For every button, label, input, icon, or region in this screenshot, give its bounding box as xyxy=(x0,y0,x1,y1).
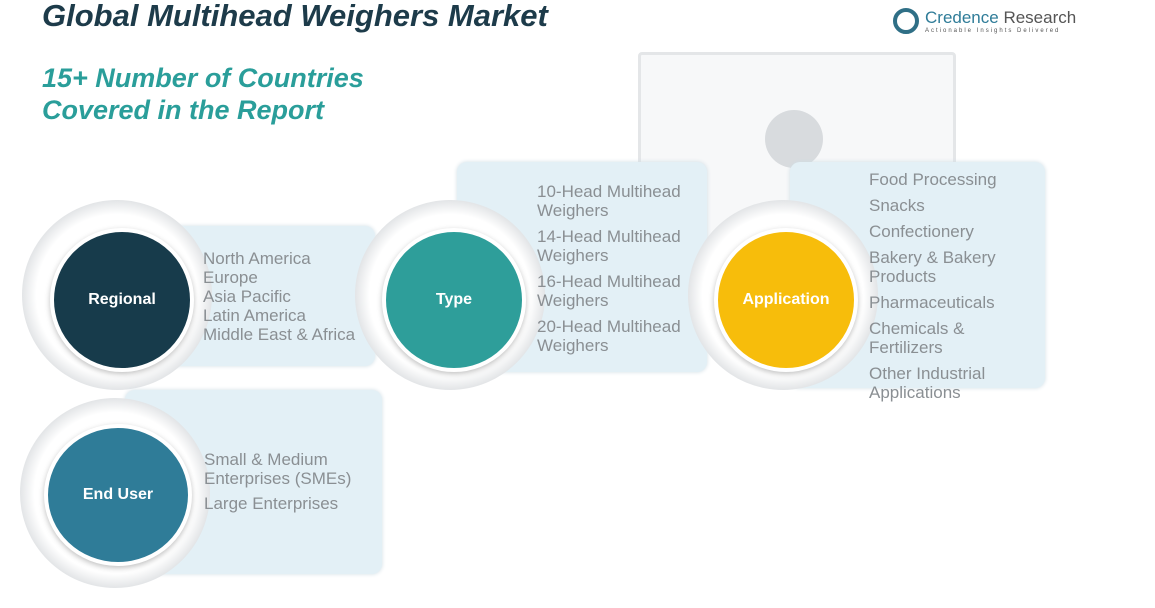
application-list: Food Processing Snacks Confectionery Bak… xyxy=(869,170,1041,402)
list-item: Food Processing xyxy=(869,170,997,189)
list-item: Pharmaceuticals xyxy=(869,293,995,312)
list-item: Chemicals & Fertilizers xyxy=(869,319,965,357)
list-item: Other Industrial Applications xyxy=(869,364,986,402)
list-item: Confectionery xyxy=(869,222,974,241)
logo-tagline: Actionable Insights Delivered xyxy=(925,28,1061,34)
page-title: Global Multihead Weighers Market xyxy=(42,0,548,33)
logo-icon xyxy=(893,8,919,34)
list-item: Large Enterprises xyxy=(204,494,339,513)
list-item: North America xyxy=(203,249,311,268)
regional-list: North America Europe Asia Pacific Latin … xyxy=(203,249,355,344)
type-list: 10-Head Multihead Weighers 14-Head Multi… xyxy=(537,182,702,355)
list-item: Bakery & Bakery Products xyxy=(869,248,996,286)
subtitle-line: 15+ Number of Countries xyxy=(42,63,364,93)
logo-name: Research xyxy=(1003,8,1077,27)
list-item: Latin America xyxy=(203,306,306,325)
credence-logo: Credence Research Actionable Insights De… xyxy=(893,8,1076,34)
logo-name: Credence xyxy=(925,8,999,27)
list-item: Small & Medium Enterprises (SMEs) xyxy=(204,450,352,488)
regional-label: Regional xyxy=(88,291,156,308)
countries-subtitle: 15+ Number of Countries Covered in the R… xyxy=(42,62,364,126)
regional-circle: Regional xyxy=(50,228,194,372)
list-item: 16-Head Multihead Weighers xyxy=(537,272,681,310)
list-item: Asia Pacific xyxy=(203,287,291,306)
list-item: Middle East & Africa xyxy=(203,325,356,344)
application-label: Application xyxy=(742,291,830,308)
pie-chart-icon xyxy=(765,110,823,168)
end-user-label: End User xyxy=(82,486,154,503)
end-user-circle: End User xyxy=(44,424,192,566)
type-circle: Type xyxy=(382,228,526,372)
list-item: 10-Head Multihead Weighers xyxy=(537,182,681,220)
type-label: Type xyxy=(435,291,473,308)
list-item: Europe xyxy=(203,268,258,287)
list-item: 20-Head Multihead Weighers xyxy=(537,317,681,355)
list-item: 14-Head Multihead Weighers xyxy=(537,227,681,265)
subtitle-line: Covered in the Report xyxy=(42,95,325,125)
end-user-list: Small & Medium Enterprises (SMEs) Large … xyxy=(204,450,354,513)
list-item: Snacks xyxy=(869,196,925,215)
application-circle: Application xyxy=(714,228,858,372)
